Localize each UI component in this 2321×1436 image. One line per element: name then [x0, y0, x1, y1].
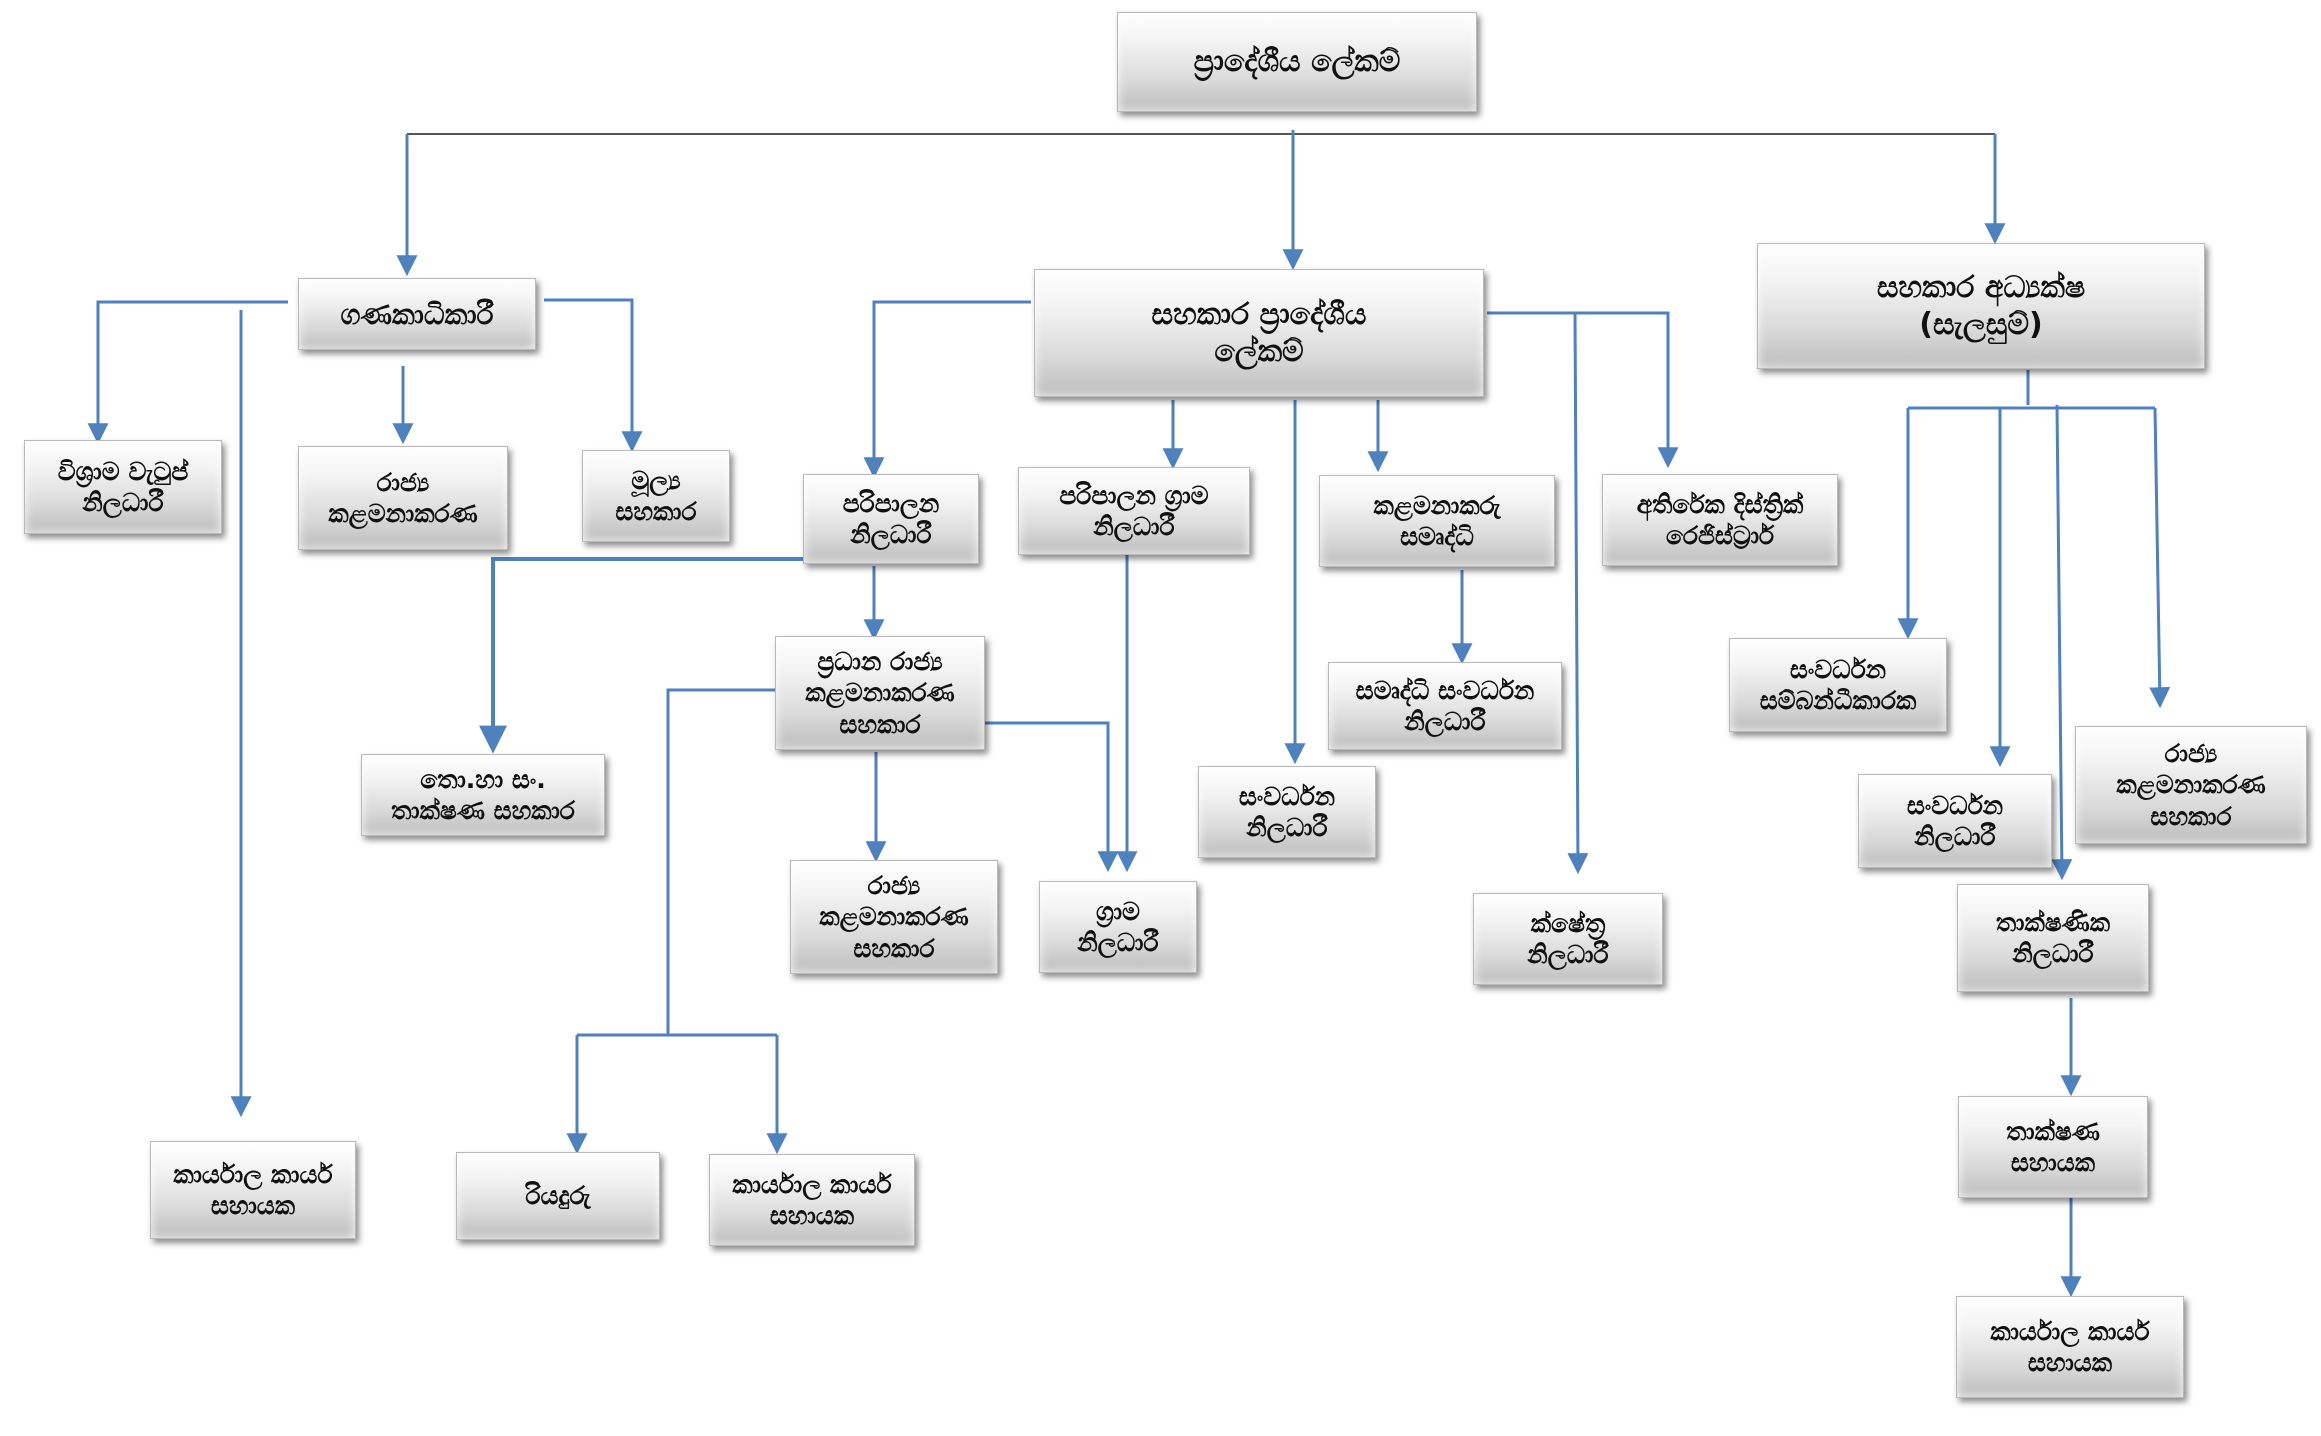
node-field-officer: ක්ෂේත්‍ර නිලධාරී: [1473, 893, 1663, 985]
node-grama-officer: ග්‍රාම නිලධාරී: [1039, 881, 1197, 973]
node-admin-officer: පරිපාලන නිලධාරී: [803, 474, 979, 564]
node-office-assistant-left: කාර්යාල කාර්ය සහායක: [150, 1141, 356, 1239]
node-technical-officer: තාක්ෂණික නිලධාරී: [1957, 884, 2149, 992]
node-technical-assistant: තාක්ෂණ සහායක: [1958, 1096, 2148, 1198]
connector-to-pension: [87, 300, 288, 445]
node-mgmt-assistant-mid: රාජ්‍ය කළමනාකරණ සහකාර: [790, 860, 998, 974]
connector-to-field-officer: [1567, 312, 1589, 875]
node-assistant-divisional-secretary: සහකාර ප්‍රාදේශීය ලේකම්: [1034, 269, 1484, 397]
node-dev-officer-right: සංවර්ධන නිලධාරී: [1858, 774, 2052, 868]
node-dev-coordinator: සංවර්ධන සම්බන්ධීකාරක: [1729, 638, 1947, 732]
node-chief-mgmt-assistant: ප්‍රධාන රාජ්‍ය කළමනාකරණ සහකාර: [775, 636, 985, 750]
connector-asst-ds-right-bar: [1487, 311, 1679, 469]
node-mgmt-assistant-right: රාජ්‍ය කළමනාකරණ සහකාර: [2075, 726, 2307, 844]
node-office-assistant-right: කාර්යාල කාර්ය සහායක: [1956, 1296, 2184, 1398]
connector-to-it-assistant: [479, 557, 803, 754]
connector-to-mgmt-right: [2149, 407, 2171, 709]
node-basic-assistant: මූල්‍ය සහකාර: [582, 450, 730, 542]
node-samurdhi-manager: කළමනාකරු සමෘද්ධි: [1319, 475, 1555, 567]
node-office-assistant-mid: කාර්යාල කාර්ය සහායක: [709, 1154, 915, 1246]
node-divisional-secretary: ප්‍රාදේශීය ලේකම්: [1117, 12, 1477, 112]
node-pension-officer: විශ්‍රාම වැටුප් නිලධාරී: [24, 440, 222, 534]
node-it-assistant: තො.හා සං. තාක්ෂණ සහකාර: [361, 754, 605, 836]
node-assistant-director-planning: සහකාර අධ්‍යක්ෂ (සැලසුම්): [1757, 243, 2205, 369]
node-mgmt-service-left: රාජ්‍ය කළමනාකරණ: [298, 446, 508, 550]
node-additional-district-registrar: අතිරේක දිස්ත්‍රික් රෙජිස්ට්‍රාර්: [1602, 474, 1838, 566]
node-accountant: ගණකාධිකාරී: [298, 278, 536, 350]
node-dev-officer-mid: සංවර්ධන නිලධාරී: [1198, 766, 1376, 858]
connector-to-technical-officer: [2051, 404, 2073, 881]
node-admin-grama-officer: පරිපාලන ග්‍රාම නිලධාරී: [1018, 467, 1250, 555]
connector-chief-left-trunk: [666, 688, 776, 1035]
connector-to-basic-assistant: [544, 298, 643, 453]
node-samurdhi-dev-officer: සමෘද්ධි සංවර්ධන නිලධාරී: [1328, 662, 1562, 750]
connector-to-admin-officer: [863, 300, 1031, 479]
connector-chief-to-grama: [985, 721, 1119, 873]
node-driver: රියදුරු: [456, 1152, 660, 1240]
